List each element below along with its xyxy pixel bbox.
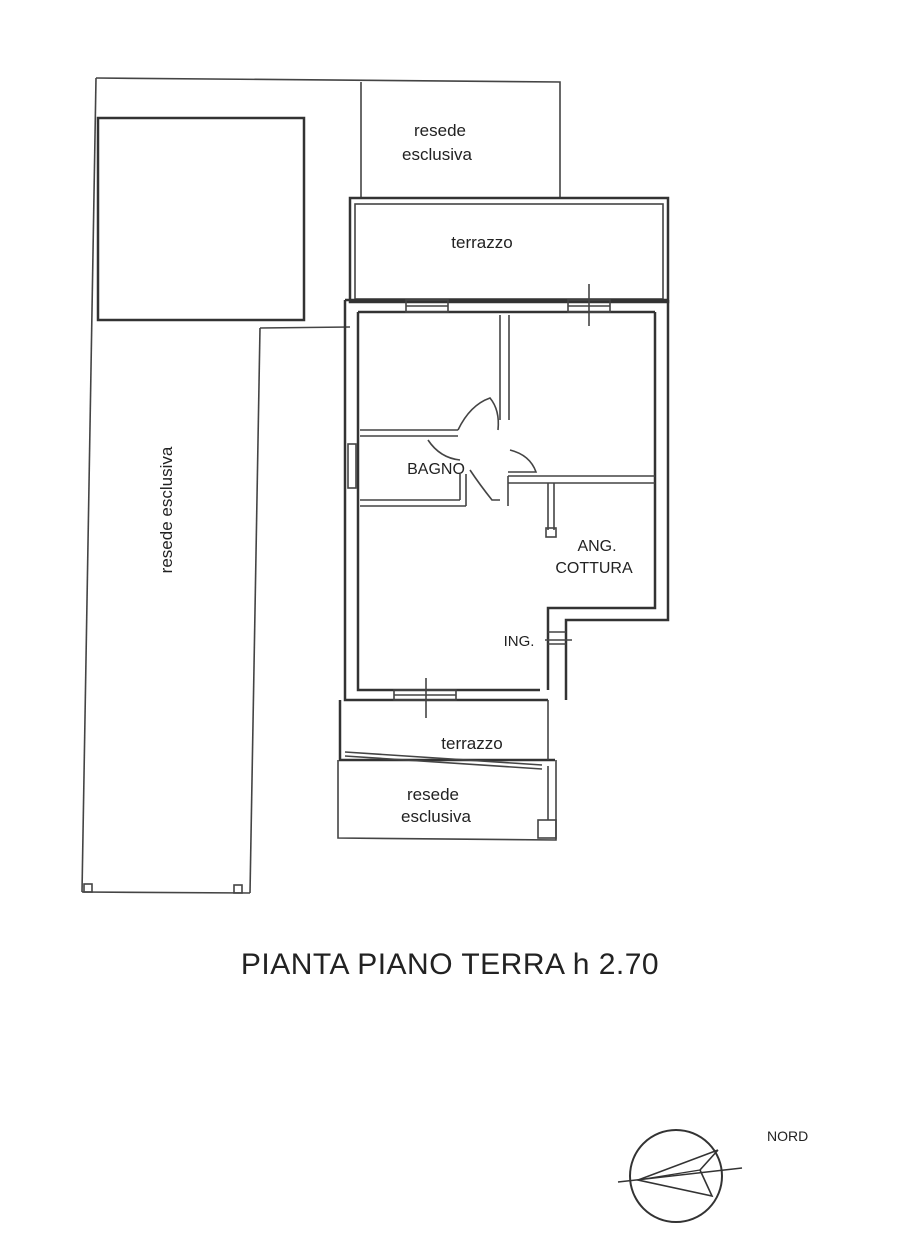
label-bagno: BAGNO — [407, 461, 465, 478]
label-resede-top-1: resede — [414, 121, 466, 140]
north-compass: NORD — [617, 1128, 808, 1223]
door-swings — [427, 397, 538, 501]
label-resede-bottom-2: esclusiva — [401, 807, 471, 826]
adjacent-building — [96, 116, 306, 322]
compass-circle — [629, 1129, 723, 1223]
room-labels: resede esclusiva terrazzo resede esclusi… — [157, 121, 633, 826]
apartment-walls — [343, 298, 670, 702]
label-resede-left: resede esclusiva — [157, 446, 176, 573]
compass-arrow-icon — [635, 1149, 719, 1198]
label-ang: ANG. — [577, 538, 616, 555]
terrazzo-bottom — [338, 700, 555, 770]
label-resede-bottom-1: resede — [407, 785, 459, 804]
windows — [393, 284, 611, 718]
label-terrazzo-bottom: terrazzo — [441, 734, 502, 753]
resede-bottom-area — [337, 760, 557, 841]
label-terrazzo-top: terrazzo — [451, 233, 512, 252]
label-ingresso: ING. — [504, 633, 535, 650]
label-cottura: COTTURA — [555, 560, 633, 577]
compass-label: NORD — [767, 1128, 808, 1144]
lot-outline — [81, 77, 561, 894]
plan-title: PIANTA PIANO TERRA h 2.70 — [240, 948, 660, 981]
label-resede-top-2: esclusiva — [402, 145, 472, 164]
